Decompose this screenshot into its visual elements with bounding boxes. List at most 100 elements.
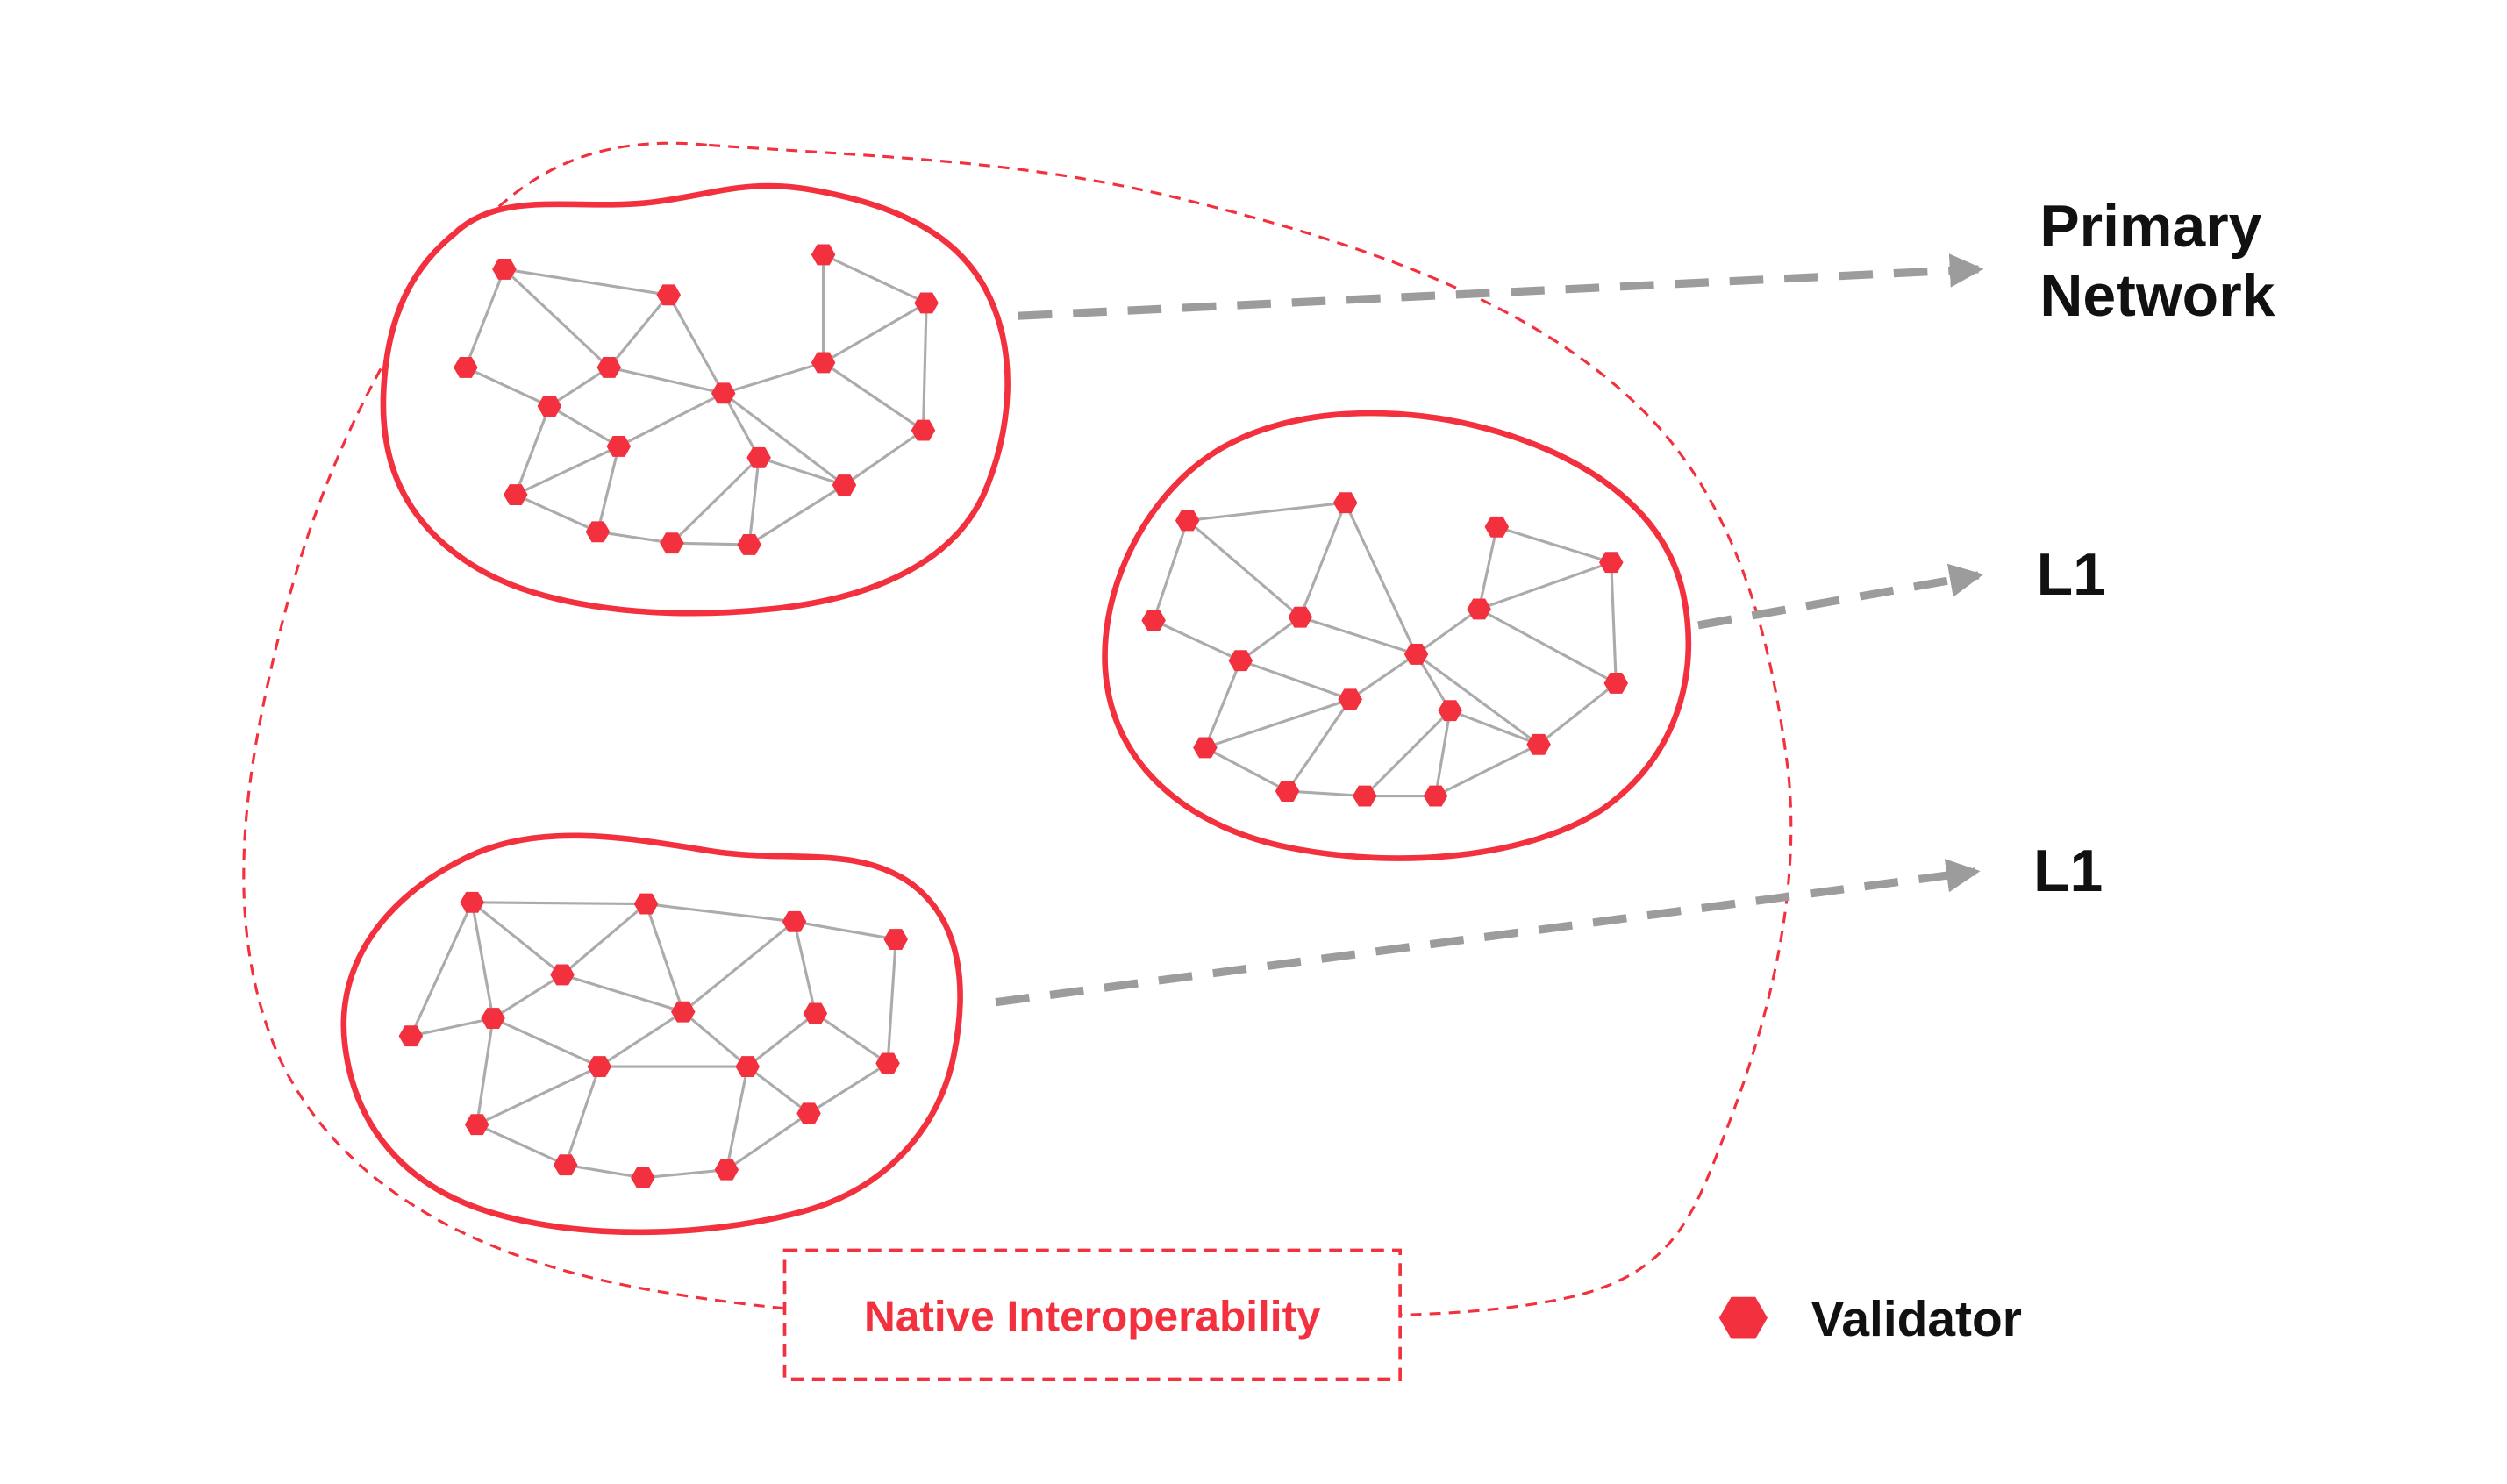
primary-network-label-line1: Primary: [2039, 193, 2261, 260]
network-edge: [476, 1065, 600, 1126]
validator-node-icon: [1338, 688, 1362, 710]
network-edge: [1204, 660, 1242, 749]
arrow-l1-top: [1697, 563, 1984, 630]
primary-network-label-line2: Network: [2039, 262, 2275, 329]
validator-node-icon: [1141, 610, 1166, 631]
l1-right-outline: [1102, 410, 1692, 861]
network-edge: [464, 268, 506, 368]
network-edge: [1496, 525, 1612, 564]
network-edge: [1477, 526, 1498, 610]
validator-node-icon: [585, 521, 611, 543]
validator-node-icon: [464, 1114, 489, 1136]
network-edge: [722, 392, 761, 459]
network-edge: [515, 445, 619, 496]
network-edge: [465, 366, 550, 408]
validator-node-icon: [606, 436, 632, 457]
validator-node-icon: [1193, 737, 1218, 759]
network-edge: [564, 1066, 601, 1166]
network-edge: [515, 493, 599, 533]
network-edge: [1538, 681, 1618, 746]
network-edge: [1204, 746, 1289, 793]
network-edge: [822, 302, 927, 364]
network-edge: [1478, 560, 1612, 610]
network-edge: [492, 1017, 600, 1068]
network-edge: [1344, 502, 1418, 655]
network-edge: [1187, 501, 1346, 522]
network-edge: [1153, 618, 1241, 662]
network-edge: [808, 1062, 889, 1115]
validator-node-icon: [811, 244, 836, 266]
network-edge: [746, 1012, 817, 1068]
network-edge: [1349, 653, 1418, 701]
cluster-l1-bottom: [398, 891, 909, 1188]
network-edge: [645, 903, 685, 1013]
validator-node-icon: [914, 292, 939, 314]
network-edge: [411, 1017, 494, 1038]
network-edge: [822, 253, 927, 304]
validator-node-icon: [1275, 781, 1300, 802]
network-edge: [814, 1012, 889, 1065]
network-edge: [725, 1112, 810, 1171]
network-edge: [1204, 697, 1351, 749]
validator-node-icon: [1438, 700, 1462, 722]
network-edge: [608, 294, 670, 368]
primary-network-outline: [380, 182, 1011, 617]
validator-node-icon: [550, 964, 575, 986]
network-edge: [1186, 519, 1302, 618]
network-edge: [475, 1017, 495, 1125]
arrow-l1-bottom: [995, 859, 1981, 1007]
validator-node-icon: [1352, 785, 1377, 807]
network-edge: [1286, 698, 1352, 792]
network-edge: [642, 1168, 727, 1180]
validator-node-icon: [454, 357, 478, 378]
legend: Validator: [1718, 1291, 2022, 1347]
validator-node-icon: [1603, 673, 1629, 694]
validator-node-icon: [656, 284, 682, 306]
network-edge: [561, 973, 684, 1014]
validator-node-icon: [746, 446, 771, 468]
network-edge: [1287, 789, 1365, 798]
network-edge: [1434, 710, 1452, 796]
network-edge: [1478, 608, 1618, 685]
validator-node-icon: [481, 1008, 505, 1029]
validator-node-icon: [460, 891, 484, 913]
network-edge: [503, 268, 611, 369]
network-edge: [646, 903, 795, 924]
validator-node-icon: [587, 1056, 612, 1078]
network-edge: [843, 429, 925, 487]
validator-node-icon: [553, 1154, 578, 1176]
validator-node-icon: [1332, 492, 1358, 514]
validator-node-icon: [596, 357, 622, 378]
validator-legend-icon: [1718, 1296, 1768, 1339]
validator-node-icon: [1288, 606, 1313, 628]
validator-node-icon: [782, 910, 807, 932]
validator-node-icon: [1175, 510, 1200, 532]
validator-legend-label: Validator: [1811, 1291, 2022, 1347]
outer-boundary-blob: [242, 141, 1793, 1322]
network-edge: [1415, 608, 1481, 656]
network-edge: [1610, 562, 1618, 684]
network-edge: [514, 405, 551, 496]
network-edge: [682, 920, 796, 1013]
network-edge: [565, 1163, 644, 1180]
network-edge: [472, 901, 646, 906]
validator-node-icon: [492, 258, 517, 280]
validator-node-icon: [1484, 516, 1510, 538]
validator-node-icon: [503, 484, 528, 505]
validator-node-icon: [671, 1001, 696, 1023]
validator-node-icon: [1228, 650, 1254, 672]
network-edge: [598, 1010, 684, 1068]
validator-node-icon: [1467, 598, 1491, 620]
validator-node-icon: [1598, 552, 1624, 574]
network-edge: [671, 541, 750, 546]
validator-node-icon: [714, 1159, 739, 1181]
network-edge: [1449, 709, 1539, 746]
network-edge: [667, 294, 725, 395]
network-edge: [409, 902, 474, 1037]
validator-node-icon: [832, 474, 857, 496]
network-edge: [747, 457, 761, 546]
network-edge: [1239, 616, 1302, 662]
validator-node-icon: [735, 1056, 761, 1078]
validator-node-icon: [711, 382, 736, 404]
